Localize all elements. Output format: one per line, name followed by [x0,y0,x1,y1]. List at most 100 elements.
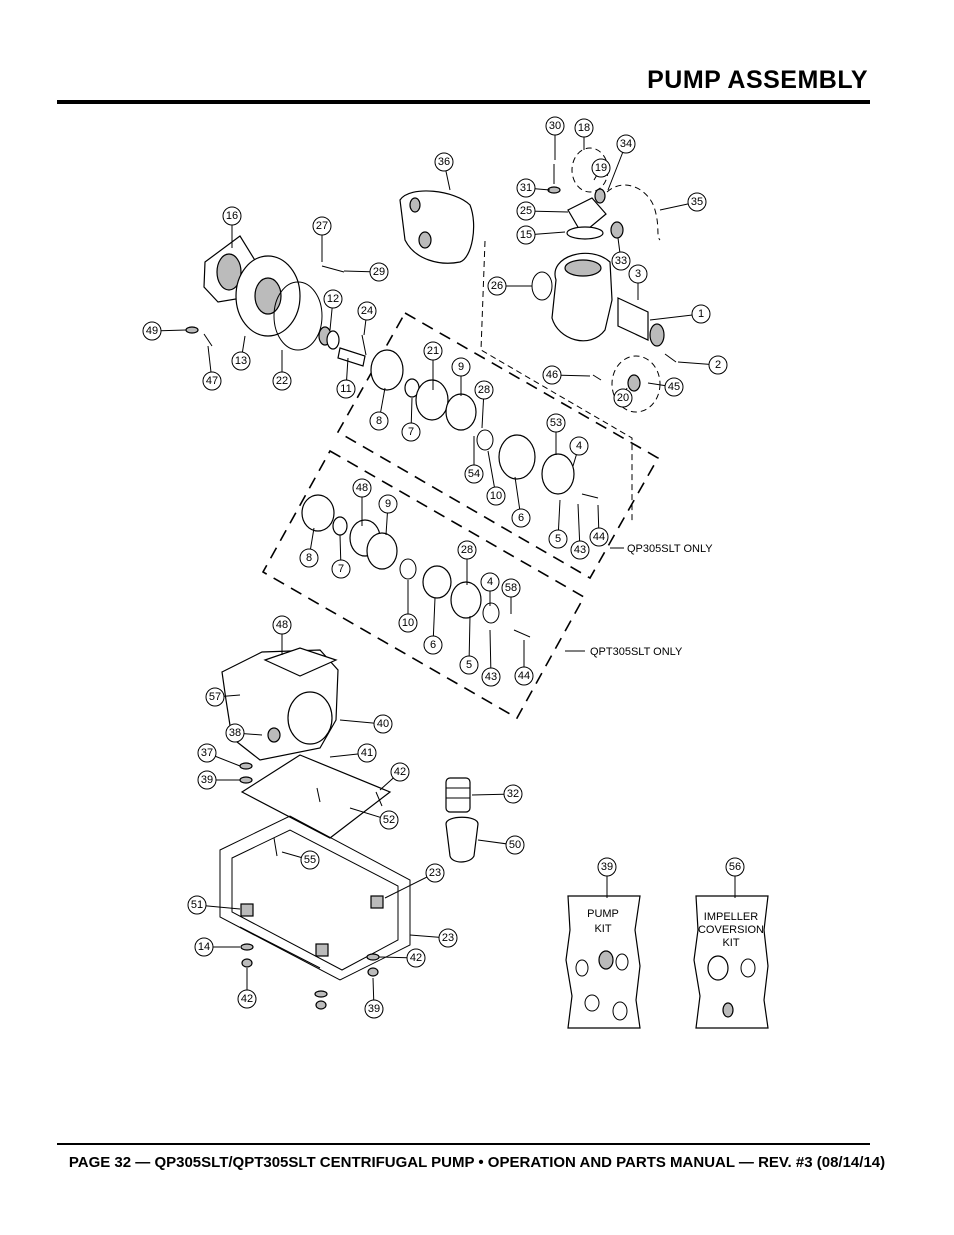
callout-46: 46 [542,365,562,385]
callout-26: 26 [487,276,507,296]
callout-number: 41 [361,747,373,759]
callout-number: 42 [410,952,422,964]
callout-number: 5 [466,659,472,671]
callout-number: 19 [595,162,607,174]
callout-number: 44 [593,531,605,543]
callout-15: 15 [516,225,536,245]
callout-34: 34 [616,134,636,154]
callout-number: 18 [578,122,590,134]
callout-10: 10 [398,613,418,633]
qpt-o-ring-58 [482,602,500,624]
callout-42: 42 [237,989,257,1009]
callout-circle [487,276,507,296]
key-24 [361,334,367,356]
callout-circle [569,436,589,456]
callout-circle [516,178,536,198]
callout-circle [516,201,536,221]
callout-number: 32 [507,788,519,800]
callout-circle [514,666,534,686]
callout-circle [197,770,217,790]
callout-number: 9 [458,361,464,373]
callout-4: 4 [480,572,500,592]
callout-51: 51 [187,895,207,915]
qpt-o-ring-6 [399,558,417,580]
bolt-51 [273,837,278,857]
callout-57: 57 [205,687,225,707]
callout-58: 58 [501,578,521,598]
callout-10: 10 [486,486,506,506]
strainer-cover-55 [445,816,479,863]
page-title: PUMP ASSEMBLY [647,66,868,94]
callout-41: 41 [357,743,377,763]
callout-44: 44 [514,666,534,686]
qpt-impeller-5 [422,565,452,599]
impeller-5 [498,434,536,480]
nut-39-right [367,967,379,977]
callout-circle [406,948,426,968]
callout-circle [548,529,568,549]
callout-number: 4 [487,576,493,588]
callout-number: 39 [201,774,213,786]
pump-kit-o-ring-c [584,994,600,1012]
mount-23-left [240,903,254,917]
callout-48: 48 [272,615,292,635]
callout-19: 19 [591,158,611,178]
callout-circle [691,304,711,324]
qpt-bolt-48 [513,629,531,638]
wear-plate-4 [541,453,575,495]
callout-9: 9 [451,357,471,377]
callout-number: 23 [442,932,454,944]
bolt-27 [321,265,345,273]
qpt305slt-only-note: QPT305SLT ONLY [590,646,683,658]
callout-18: 18 [574,118,594,138]
callout-number: 6 [518,512,524,524]
top-rule [57,100,870,104]
page-footer: PAGE 32 — QP305SLT/QPT305SLT CENTRIFUGAL… [68,1154,886,1171]
shaft-sleeve-11 [337,347,366,367]
recoil-starter [287,691,333,745]
fuel-tank [263,647,338,677]
callout-56: 56 [725,857,745,877]
callout-number: 6 [430,639,436,651]
callout-number: 8 [306,552,312,564]
pump-casing-part [551,252,613,342]
callout-36: 36 [434,152,454,172]
callout-47: 47 [202,371,222,391]
callout-number: 9 [385,498,391,510]
callout-circle [457,540,477,560]
qpt305slt-only-boundary [261,449,586,720]
callout-23: 23 [425,863,445,883]
seal-plate-bore [254,277,282,315]
callout-circle [378,494,398,514]
callout-11: 11 [336,379,356,399]
callout-33: 33 [611,251,631,271]
callout-number: 26 [491,280,503,292]
callout-circle [516,225,536,245]
callout-number: 1 [698,308,704,320]
callout-number: 22 [276,375,288,387]
callout-number: 48 [276,619,288,631]
callout-circle [352,478,372,498]
qpt-seal-28 [332,516,348,536]
callout-number: 7 [338,563,344,575]
callout-29: 29 [369,262,389,282]
callout-42: 42 [406,948,426,968]
callout-23: 23 [438,928,458,948]
kit36-seal-b [418,231,432,249]
callout-circle [486,486,506,506]
callout-circle [664,377,684,397]
callout-circle [545,116,565,136]
callout-circle [142,321,162,341]
nut-39-left [241,958,253,968]
bolt-45 [592,374,602,381]
callout-5: 5 [459,655,479,675]
callout-20: 20 [613,388,633,408]
callout-9: 9 [378,494,398,514]
callout-7: 7 [401,422,421,442]
callout-circle [323,289,343,309]
callout-circle [611,251,631,271]
callout-number: 5 [555,533,561,545]
callout-number: 25 [520,205,532,217]
callout-number: 2 [715,359,721,371]
